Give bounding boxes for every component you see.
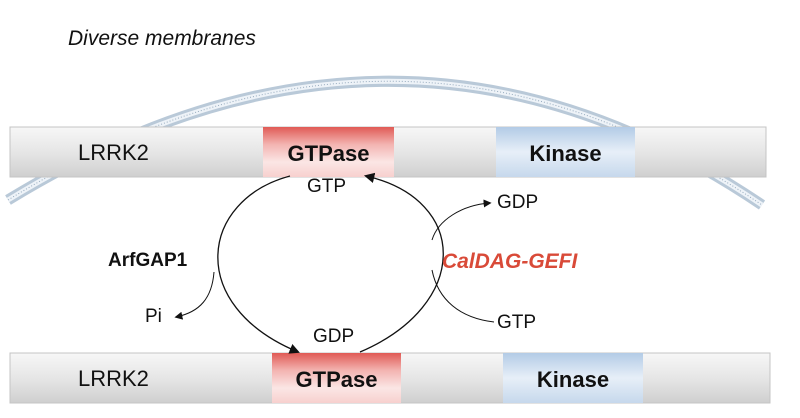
gdp-state-label: GDP xyxy=(313,326,355,347)
top-lrrk2-label: LRRK2 xyxy=(78,140,149,165)
gtp-in-label: GTP xyxy=(497,312,537,333)
pi-release-arrow xyxy=(174,271,215,320)
top-kinase-label: Kinase xyxy=(529,141,602,166)
top-gtpase-domain xyxy=(263,127,394,177)
caldag-gefi-label: CalDAG-GEFI xyxy=(442,250,578,273)
gdp-release-arrow xyxy=(431,199,492,241)
gtp-state-label: GTP xyxy=(307,176,347,197)
bottom-gtpase-domain xyxy=(272,353,401,403)
gdp-out-label: GDP xyxy=(497,192,539,213)
bottom-gtpase-label: GTPase xyxy=(295,367,378,392)
gtp-intake-curve xyxy=(431,269,495,323)
pi-label: Pi xyxy=(145,306,162,327)
membrane-label: Diverse membranes xyxy=(68,27,256,50)
top-lrrk2-bar xyxy=(9,126,767,178)
bottom-kinase-domain xyxy=(503,353,643,403)
gef-exchange-arrow xyxy=(359,172,444,353)
bottom-kinase-label: Kinase xyxy=(536,367,610,392)
arfgap1-label: ArfGAP1 xyxy=(108,250,188,271)
bottom-lrrk2-label: LRRK2 xyxy=(78,366,149,391)
top-kinase-domain xyxy=(496,127,635,177)
bottom-lrrk2-bar xyxy=(9,352,771,404)
top-gtpase-label: GTPase xyxy=(287,141,370,166)
gap-hydrolysis-arrow xyxy=(217,175,300,354)
